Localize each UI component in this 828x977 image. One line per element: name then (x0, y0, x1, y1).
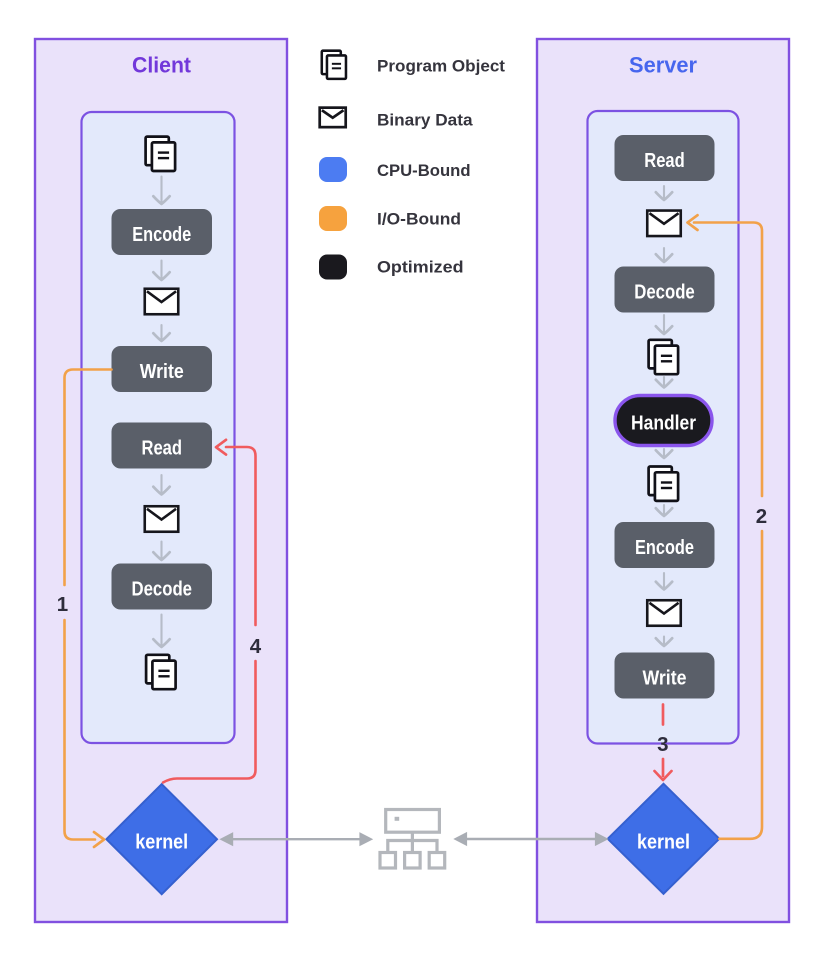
svg-text:1: 1 (57, 593, 68, 616)
svg-text:Write: Write (643, 668, 687, 690)
svg-text:kernel: kernel (135, 832, 188, 854)
svg-text:kernel: kernel (637, 831, 690, 853)
svg-text:Binary Data: Binary Data (377, 110, 473, 129)
svg-text:Read: Read (644, 150, 685, 172)
svg-text:Program Object: Program Object (377, 56, 505, 75)
svg-text:Server: Server (629, 53, 697, 78)
svg-text:Client: Client (132, 53, 192, 78)
svg-text:Decode: Decode (634, 282, 695, 304)
svg-text:CPU-Bound: CPU-Bound (377, 161, 471, 180)
svg-text:3: 3 (657, 733, 668, 756)
svg-text:Decode: Decode (132, 579, 193, 601)
svg-text:Write: Write (140, 361, 184, 383)
svg-text:4: 4 (250, 635, 262, 658)
svg-text:Encode: Encode (132, 224, 191, 246)
svg-text:Read: Read (142, 438, 183, 460)
svg-text:Handler: Handler (631, 413, 696, 435)
svg-text:Optimized: Optimized (377, 258, 464, 277)
svg-text:Encode: Encode (635, 537, 694, 559)
svg-text:2: 2 (756, 505, 767, 528)
svg-text:I/O-Bound: I/O-Bound (377, 210, 461, 229)
